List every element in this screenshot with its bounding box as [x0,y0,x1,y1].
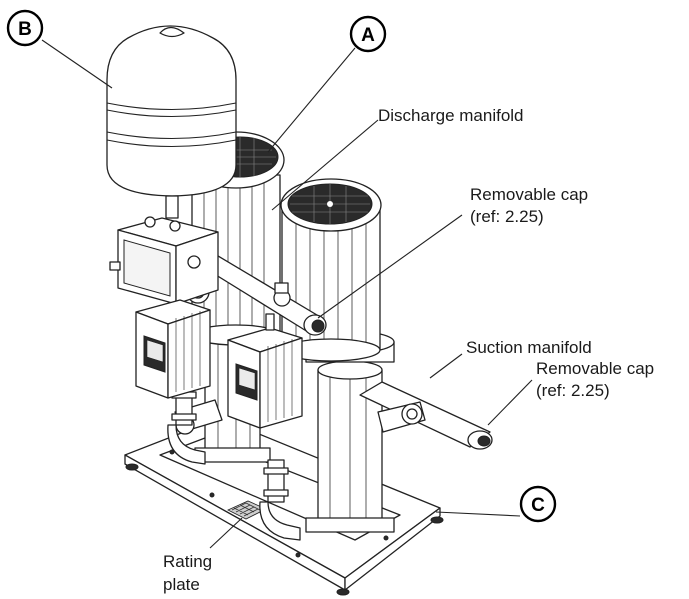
label-removable-cap-top: Removable cap [470,185,588,204]
leader-lines [41,39,533,549]
callout-c: C [519,485,557,523]
callout-a-letter: A [361,25,375,46]
base-bolts [169,449,389,558]
callout-b-letter: B [18,19,32,40]
label-removable-cap-bottom: Removable cap [536,359,654,378]
expansion-vessel [106,25,237,219]
right-motor [280,178,382,362]
callout-a: A [349,15,387,53]
left-pipework [167,384,301,541]
label-rating-plate-line2: plate [163,575,200,594]
callout-c-letter: C [531,495,545,516]
label-discharge-manifold: Discharge manifold [378,106,524,125]
right-inverter [227,313,303,429]
callout-b: B [6,9,44,47]
label-suction-manifold: Suction manifold [466,338,592,357]
label-removable-cap-bottom-ref: (ref: 2.25) [536,381,610,400]
pressure-switch [109,216,219,305]
label-removable-cap-top-ref: (ref: 2.25) [470,207,544,226]
left-inverter [135,299,211,399]
label-rating-plate-line1: Rating [163,552,212,571]
